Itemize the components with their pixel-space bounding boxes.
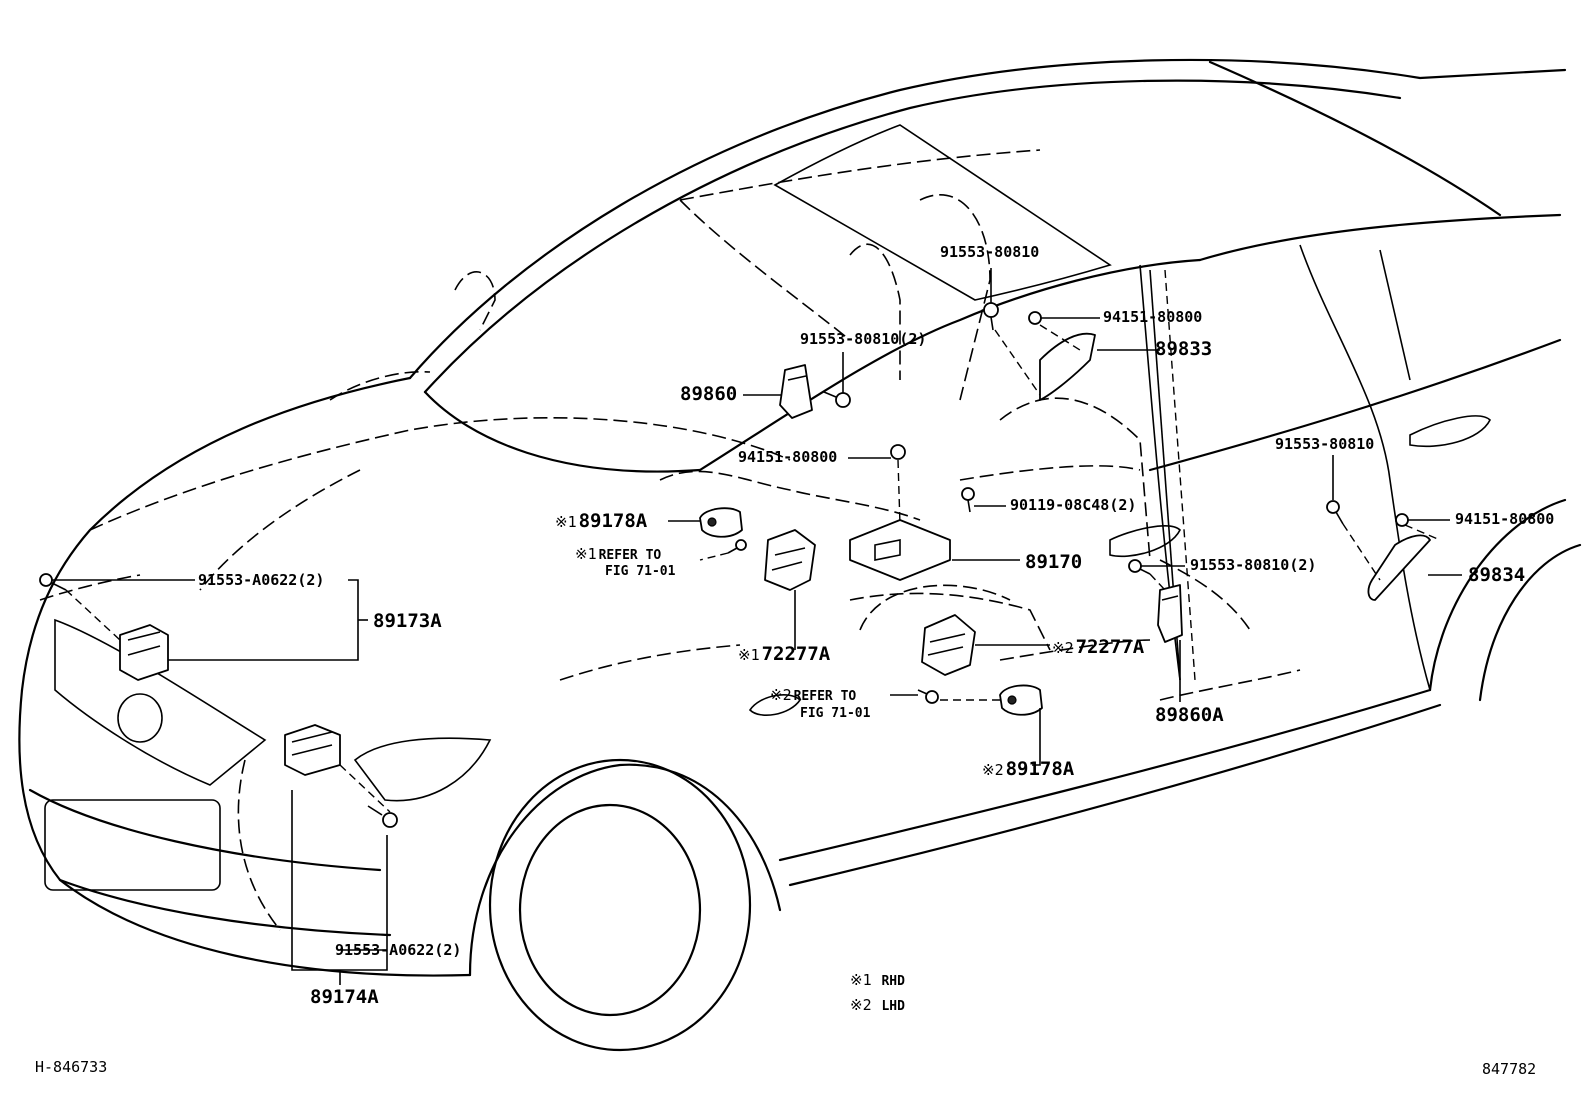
label-72277A-lhd-text: 72277A bbox=[1075, 636, 1145, 658]
bracket-72277A-rhd-shape bbox=[764, 529, 816, 591]
legend-rhd: ※1 RHD bbox=[850, 971, 905, 989]
label-89834: 89834 bbox=[1468, 564, 1526, 586]
label-91553-80810-2-right: 91553-80810(2) bbox=[1190, 556, 1317, 574]
legend-rhd-text: RHD bbox=[881, 974, 905, 989]
rhd-mark: ※1 bbox=[738, 646, 760, 664]
label-89173A: 89173A bbox=[373, 610, 442, 632]
legend-rhd-mark: ※1 bbox=[850, 971, 872, 989]
sensor-89174A-shape bbox=[284, 724, 341, 776]
legend-lhd: ※2 LHD bbox=[850, 996, 905, 1014]
sensor-89833-shape bbox=[1039, 332, 1096, 401]
bracket-72277A-lhd-shape bbox=[921, 614, 976, 676]
airbag-sensor-89170-shape bbox=[849, 519, 951, 581]
label-89860: 89860 bbox=[680, 383, 738, 405]
connector-89178A-rhd-shape bbox=[699, 507, 743, 538]
label-refer-lhd-fig: FIG 71-01 bbox=[800, 706, 871, 721]
label-90119-08C48-2: 90119-08C48(2) bbox=[1010, 496, 1137, 514]
label-94151-80800-right: 94151-80800 bbox=[1455, 510, 1555, 528]
label-89860A: 89860A bbox=[1155, 704, 1224, 726]
label-91553-80810-top: 91553-80810 bbox=[940, 243, 1040, 261]
footer-right-code: 847782 bbox=[1482, 1060, 1537, 1078]
lhd-mark: ※2 bbox=[770, 686, 792, 704]
label-89178A-rhd-text: 89178A bbox=[578, 510, 648, 532]
label-91553-A0622-2-top: 91553-A0622(2) bbox=[198, 571, 325, 589]
label-89170: 89170 bbox=[1025, 551, 1083, 573]
bolts-and-nuts bbox=[39, 302, 1409, 828]
lhd-mark: ※2 bbox=[982, 761, 1004, 779]
connector-89178A-lhd-shape bbox=[999, 684, 1043, 716]
label-91553-80810-right: 91553-80810 bbox=[1275, 435, 1375, 453]
label-refer-rhd-text: REFER TO bbox=[598, 548, 662, 563]
legend-lhd-mark: ※2 bbox=[850, 996, 872, 1014]
legend-lhd-text: LHD bbox=[881, 999, 905, 1014]
label-89178A-lhd-text: 89178A bbox=[1005, 758, 1075, 780]
part-shapes bbox=[39, 302, 1431, 828]
sensor-89860A-shape bbox=[1157, 584, 1183, 643]
sensor-89860-shape bbox=[779, 364, 813, 419]
label-72277A-rhd-text: 72277A bbox=[761, 643, 831, 665]
sensor-89834-shape bbox=[1367, 534, 1431, 601]
footer-left-code: H-846733 bbox=[35, 1058, 108, 1076]
lhd-mark: ※2 bbox=[1052, 639, 1074, 657]
label-94151-80800-mid: 94151-80800 bbox=[738, 448, 838, 466]
rhd-mark: ※1 bbox=[575, 545, 597, 563]
label-89174A: 89174A bbox=[310, 986, 379, 1008]
label-refer-lhd-text: REFER TO bbox=[793, 689, 857, 704]
sensor-89173A-shape bbox=[119, 624, 169, 681]
label-94151-80800-top: 94151-80800 bbox=[1103, 308, 1203, 326]
label-91553-A0622-2-bottom: 91553-A0622(2) bbox=[335, 941, 462, 959]
label-91553-80810-2-left: 91553-80810(2) bbox=[800, 330, 927, 348]
label-refer-rhd-fig: FIG 71-01 bbox=[605, 564, 676, 579]
rhd-mark: ※1 bbox=[555, 513, 577, 531]
leader-lines bbox=[52, 268, 1462, 985]
car-body-outline bbox=[18, 58, 1582, 1052]
label-89833: 89833 bbox=[1155, 338, 1213, 360]
